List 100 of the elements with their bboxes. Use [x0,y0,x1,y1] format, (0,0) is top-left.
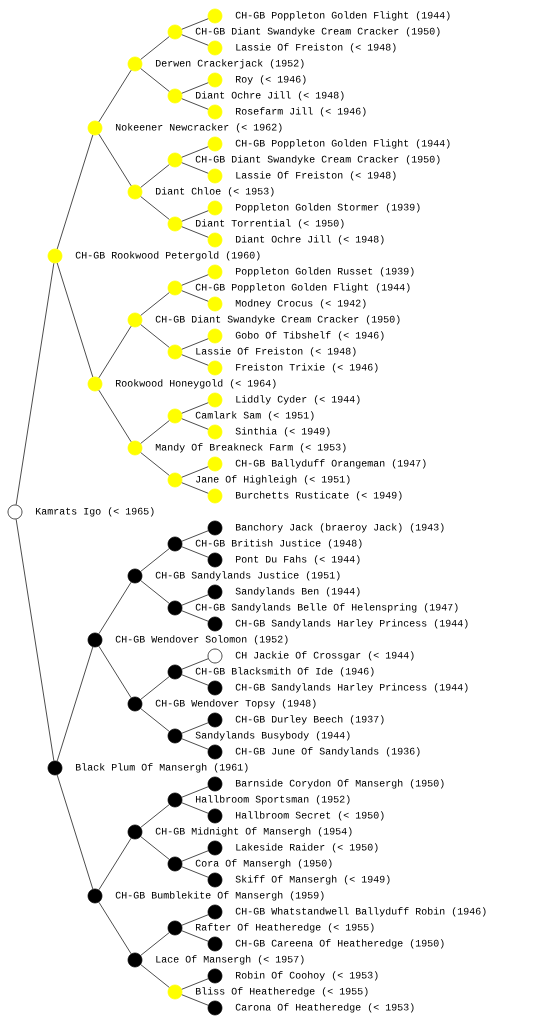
connector-line [98,581,132,635]
name-label: CH-GB Careena Of Heatheredge (1950) [235,939,444,949]
name-label: CH-GB Diant Swandyke Cream Cracker (1950) [155,315,400,325]
connector-line [98,645,132,699]
connector-line [181,930,209,942]
connector-line [181,850,209,862]
name-label: Pont Du Fahs (< 1944) [236,555,360,565]
name-label: CH-GB Whatstandwell Ballyduff Robin (1946) [235,907,486,917]
name-label: CH-GB Rookwood Petergold (1960) [75,251,260,261]
connector-line [181,530,209,542]
name-label: Freiston Trixie (< 1946) [236,363,378,373]
connector-line [181,402,209,414]
connector-line [181,802,209,814]
connector-line [140,420,170,444]
connector-line [140,292,170,316]
connector-line [56,262,94,378]
connector-line [56,134,94,250]
connector-line [140,548,170,572]
connector-line [140,932,170,956]
connector-line [98,901,132,955]
connector-line [181,482,209,494]
name-label: Liddly Cyder (< 1944) [236,395,360,405]
connector-line [56,646,94,762]
connector-line [98,837,132,891]
name-label: Jane Of Highleigh (< 1951) [196,475,350,485]
connector-line [140,36,170,60]
connector-line [181,994,209,1006]
connector-line [181,354,209,366]
connector-line [140,580,170,604]
name-label: Roy (< 1946) [236,75,306,85]
name-label: Camlark Sam (< 1951) [195,411,314,421]
connector-line [181,418,209,430]
connector-line [98,133,132,187]
name-label: CH-GB June Of Sandylands (1936) [235,747,420,757]
name-label: CH-GB Diant Swandyke Cream Cracker (1950) [195,155,440,165]
name-label: CH-GB Bumblekite Of Mansergh (1959) [115,891,324,901]
name-label: Barnside Corydon Of Mansergh (1950) [236,779,444,789]
connector-line [181,722,209,734]
name-label: Diant Chloe (< 1953) [156,187,274,197]
connector-line [181,226,209,238]
name-label: Sandylands Busybody (1944) [195,731,350,741]
name-label: Mandy Of Breakneck Farm (< 1953) [155,443,346,453]
connector-line [181,338,209,350]
name-label: Skiff Of Mansergh (< 1949) [235,875,390,885]
name-label: CH-GB Durley Beech (1937) [235,715,384,725]
name-label: Poppleton Golden Russet (1939) [236,267,414,277]
name-label: Bliss Of Heatheredge (< 1955) [196,987,368,997]
name-label: Hallbroom Sportsman (1952) [196,795,350,805]
connector-line [181,594,209,606]
name-label: Hallbroom Secret (< 1950) [236,811,384,821]
name-label: Lassie Of Freiston (< 1948) [196,347,356,357]
name-label: Rafter Of Heatheredge (< 1955) [196,923,374,933]
name-label: CH-GB Ballyduff Orangeman (1947) [235,459,426,469]
connector-line [181,866,209,878]
connector-line [181,466,209,478]
name-label: CH-GB Sandylands Belle Of Helenspring (1947) [195,603,458,613]
connector-line [15,262,55,506]
connector-line [181,978,209,990]
connector-line [56,774,94,890]
connector-line [181,658,209,670]
connector-line [140,68,170,92]
name-label: Robin Of Coohoy (< 1953) [236,971,378,981]
name-label: Lakeside Raider (< 1950) [236,843,378,853]
name-label: Black Plum Of Mansergh (1961) [76,763,248,773]
connector-line [181,274,209,286]
name-label: CH-GB Sandylands Harley Princess (1944) [235,683,468,693]
name-label: CH-GB Midnight Of Mansergh (1954) [155,827,352,837]
name-label: Poppleton Golden Stormer (1939) [236,203,420,213]
connector-line [98,69,132,123]
connector-line [181,290,209,302]
name-label: Diant Ochre Jill (< 1948) [236,235,384,245]
name-label: CH-GB British Justice (1948) [195,539,362,549]
name-label: CH-GB Diant Swandyke Cream Cracker (1950) [195,27,440,37]
name-label: Carona Of Heatheredge (< 1953) [235,1003,414,1013]
connector-line [140,964,170,988]
name-label: Rookwood Honeygold (< 1964) [116,379,276,389]
name-label: CH-GB Poppleton Golden Flight (1944) [195,283,410,293]
connector-line [181,210,209,222]
name-label: Banchory Jack (braeroy Jack) (1943) [236,523,444,533]
connector-line [140,164,170,188]
connector-line [181,18,209,30]
name-label: Diant Ochre Jill (< 1948) [196,91,344,101]
connector-line [181,98,209,110]
name-label: CH-GB Wendover Topsy (1948) [155,699,316,709]
name-label: CH Jackie Of Crossgar (< 1944) [235,651,414,661]
connector-line [140,196,170,220]
name-label: CH-GB Sandylands Justice (1951) [155,571,340,581]
connector-line [98,389,132,443]
name-label: CH-GB Poppleton Golden Flight (1944) [235,11,450,21]
connector-line [181,786,209,798]
connector-line [140,708,170,732]
connector-line [98,325,132,379]
connector-line [181,738,209,750]
name-label: Kamrats Igo (< 1965) [36,507,154,517]
connector-line [181,546,209,558]
connector-line [181,914,209,926]
name-label: CH-GB Poppleton Golden Flight (1944) [235,139,450,149]
name-label: CH-GB Wendover Solomon (1952) [115,635,288,645]
name-label: Nokeener Newcracker (< 1962) [116,123,282,133]
name-label: Diant Torrential (< 1950) [196,219,344,229]
